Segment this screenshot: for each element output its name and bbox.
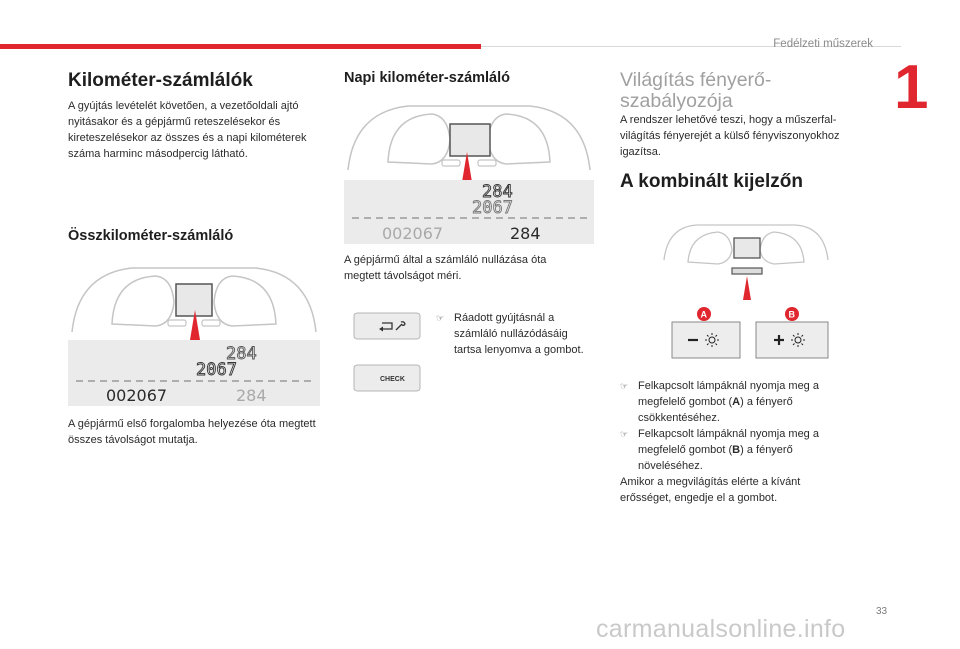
pointer-arrow: [743, 276, 751, 300]
right-dial-outline: [487, 113, 551, 165]
section-title: Fedélzeti műszerek: [773, 38, 873, 50]
check-button[interactable]: CHECK: [352, 364, 422, 392]
total-odometer-title: Összkilométer-számláló: [68, 228, 234, 244]
bullet-marker-icon: ☞: [620, 429, 629, 439]
odometer-total-value: 002067: [106, 386, 167, 405]
reset-instruction: ☞ Ráadott gyújtásnál a számláló nullázód…: [436, 312, 584, 356]
total-odometer-caption: A gépjármű első forgalomba helyezése óta…: [68, 418, 316, 446]
dimmer-title: Világítás fényerő- szabályozója: [620, 69, 772, 112]
bullet-marker-icon: ☞: [620, 381, 629, 391]
left-stalk: [441, 159, 461, 167]
cluster-hood-outline: [347, 105, 591, 171]
pointer-arrow: [462, 152, 472, 182]
odometers-title: Kilométer-számlálók: [68, 70, 253, 91]
left-dial-outline: [687, 231, 733, 265]
combined-display-strip: [731, 267, 763, 275]
cluster-hood-outline: [663, 224, 829, 261]
release-instruction: Amikor a megvilágítás elérte a kívánt er…: [620, 476, 801, 504]
combined-display-title: A kombinált kijelzőn: [620, 171, 803, 192]
left-dial-outline: [387, 113, 451, 165]
dimmer-intro: A rendszer lehetővé teszi, hogy a műszer…: [620, 114, 840, 158]
right-stalk: [201, 319, 221, 327]
reset-arrow-head-icon: [379, 326, 383, 332]
watermark: carmanualsonline.info: [596, 615, 846, 643]
dashboard-illustration-trip: 284 2067 002067 284: [344, 105, 594, 244]
reset-stalk-button[interactable]: [352, 312, 422, 340]
bullet-marker-icon: ☞: [436, 313, 445, 323]
central-display: [175, 283, 213, 317]
left-dial-outline: [111, 275, 175, 327]
trip-odometer-caption: A gépjármű által a számláló nullázása ót…: [344, 254, 547, 282]
increase-instruction: ☞ Felkapcsolt lámpáknál nyomja meg a meg…: [620, 428, 819, 472]
dimmer-increase-button[interactable]: B: [754, 306, 830, 360]
odometer-total-value: 002067: [382, 224, 443, 243]
button-b-badge-label: B: [789, 310, 796, 320]
dashboard-illustration-total: 284 2067 002067 284: [68, 267, 320, 406]
decrease-instruction: ☞ Felkapcsolt lámpáknál nyomja meg a meg…: [620, 380, 819, 424]
trip-odometer-title: Napi kilométer-számláló: [344, 70, 510, 86]
odometer-trip-value: 284: [510, 224, 541, 243]
odometer-mid-value: 2067: [196, 360, 237, 380]
combined-display-illustration: [663, 224, 829, 300]
button-b-badge: [785, 307, 799, 321]
wrench-icon: [395, 321, 406, 331]
sun-icon: [705, 333, 719, 347]
odometer-mid-value: 2067: [472, 198, 513, 218]
page-number: 33: [876, 606, 888, 617]
button-a-badge-label: A: [701, 310, 708, 320]
odometer-panel: [344, 180, 594, 244]
sun-icon: [791, 333, 805, 347]
chapter-number: 1: [894, 53, 929, 122]
header-rule: [481, 46, 901, 47]
right-stalk: [477, 159, 497, 167]
plus-icon: [774, 335, 784, 345]
odometer-top-value: 284: [482, 182, 513, 202]
pointer-arrow: [190, 310, 200, 340]
odometer-panel: [68, 340, 320, 406]
header-accent-bar: [0, 44, 481, 49]
cluster-hood-outline: [71, 267, 317, 333]
odometers-intro: A gyújtás levételét követően, a vezetőol…: [68, 100, 307, 160]
reset-arrow-icon: [382, 322, 393, 330]
button-a-badge: [697, 307, 711, 321]
right-dial-outline: [213, 275, 277, 327]
central-display: [449, 123, 491, 157]
left-stalk: [167, 319, 187, 327]
check-button-label: CHECK: [380, 376, 405, 383]
odometer-trip-value: 284: [236, 386, 267, 405]
right-dial-outline: [759, 231, 805, 265]
central-display: [733, 237, 761, 259]
odometer-top-value: 284: [226, 344, 257, 364]
dimmer-decrease-button[interactable]: A: [670, 306, 742, 360]
